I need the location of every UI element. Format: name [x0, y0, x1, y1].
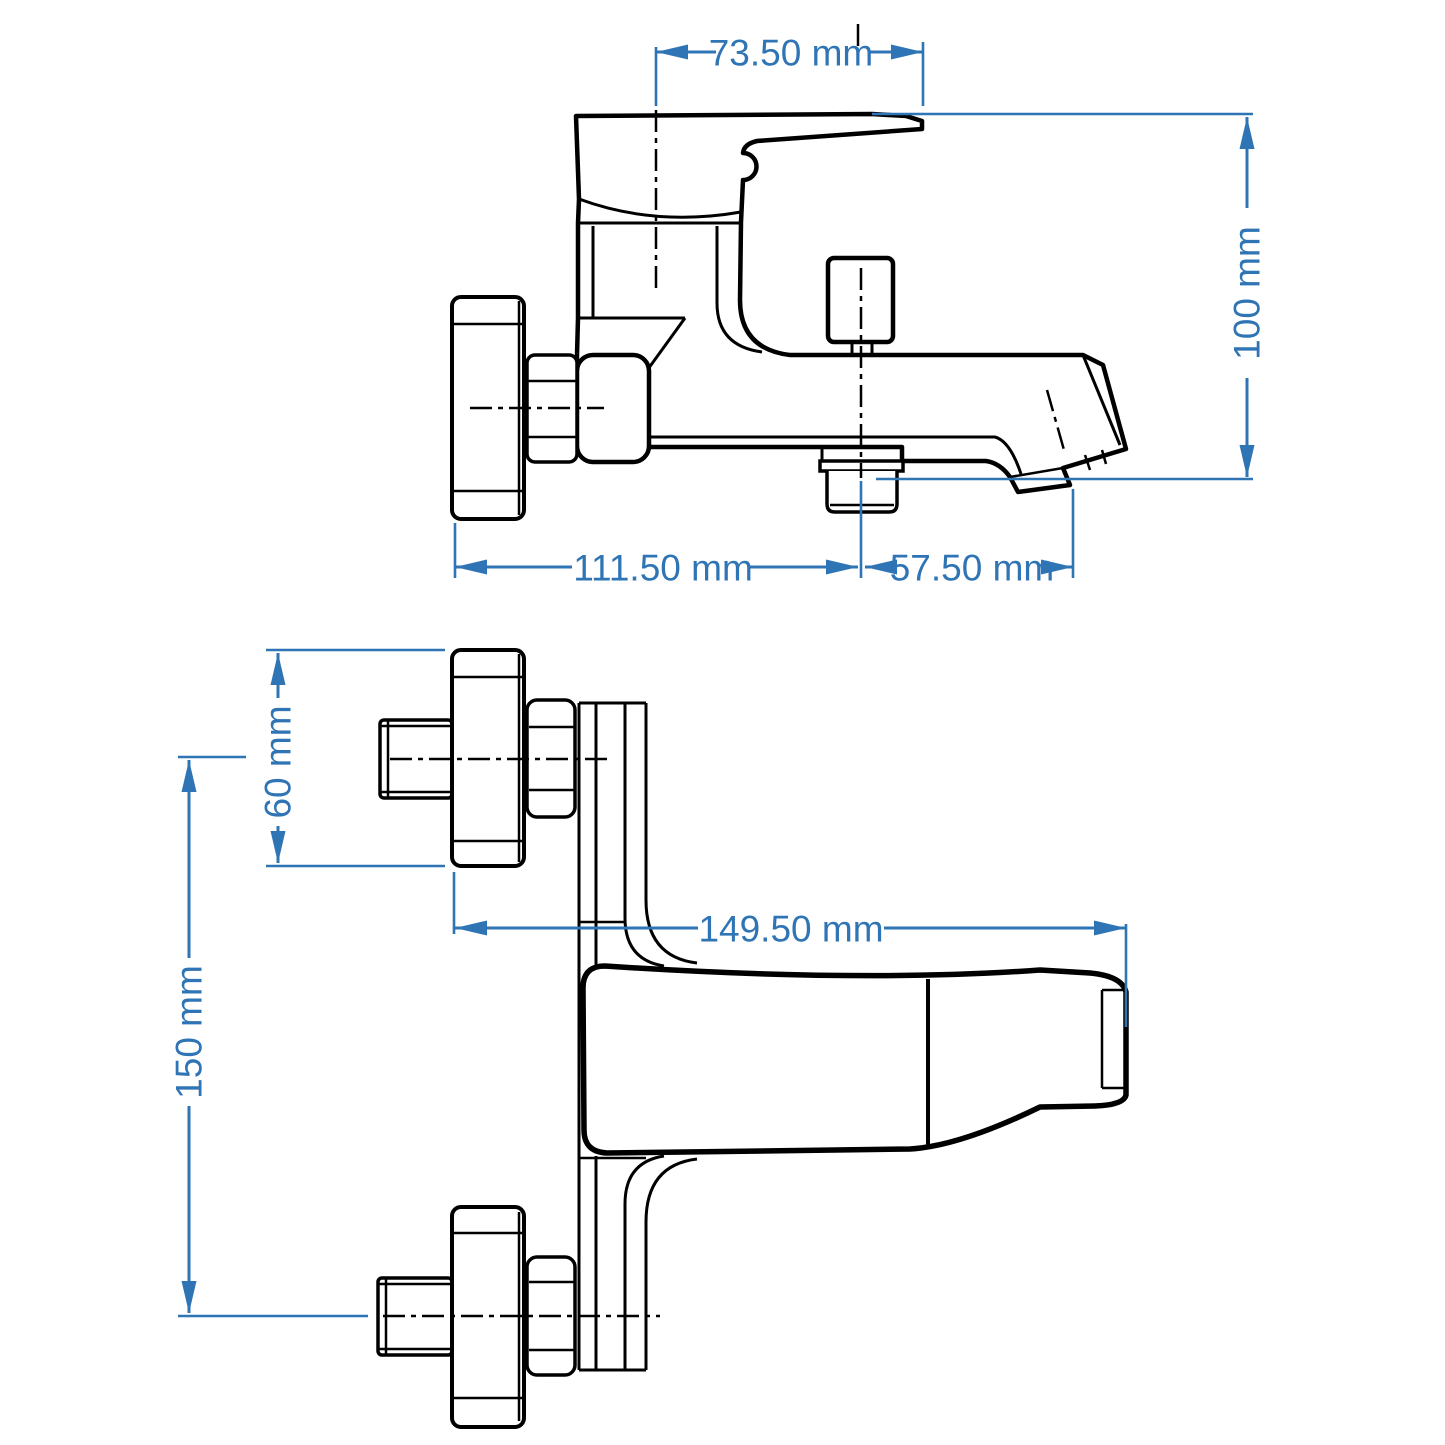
dimension-label: 150 mm [169, 965, 210, 1099]
aerator-ring-tick-2 [1100, 449, 1108, 465]
dimension-wall-to-outlet: 111.50 mm [453, 481, 863, 589]
extension-line [872, 112, 1253, 481]
fillet-bottom-inner [623, 1154, 665, 1205]
dimension-outlet-to-spout: 57.50 mm [865, 489, 1075, 589]
dimension-handle-reach: 73.50 mm [654, 33, 925, 106]
arrowhead-down [181, 1281, 197, 1313]
arrowhead-down [1239, 445, 1255, 477]
arrowhead-down [270, 831, 286, 863]
strip-body-fillets [623, 899, 698, 1223]
plan-body-internal [926, 979, 1126, 1148]
extension-line [452, 872, 1128, 1027]
arrowhead-up [181, 760, 197, 792]
arrowhead-right [826, 559, 858, 575]
wall-plate-strip [577, 701, 648, 1372]
tower-inner-right-edge [715, 226, 763, 354]
dimension-annotations: 73.50 mm 100 mm 111.50 mm 57.50 mm [169, 33, 1268, 1318]
extension-line [178, 755, 368, 1318]
handle-dome-base-curve [578, 197, 742, 219]
dimension-flange-height: 60 mm [258, 648, 445, 868]
extension-line [453, 481, 863, 578]
arrowhead-right [1094, 920, 1126, 936]
dimension-label: 60 mm [258, 705, 299, 818]
arrowhead-up [270, 653, 286, 685]
arrowhead-up [1239, 117, 1255, 149]
spout-tip-face-line [1009, 466, 1064, 479]
spout-edge-chamfer [1081, 354, 1122, 446]
dimension-label: 57.50 mm [890, 548, 1055, 589]
dimension-label: 149.50 mm [698, 909, 883, 950]
arrowhead-right [891, 44, 923, 60]
extension-line [266, 648, 445, 868]
side-view-center-lines [470, 24, 1066, 478]
arrowhead-left [656, 44, 688, 60]
arrowhead-left [455, 559, 487, 575]
arrowhead-right [1041, 559, 1073, 575]
dimension-label: 73.50 mm [709, 33, 874, 74]
spout-axis-center-line [1045, 389, 1066, 451]
fillet-top-inner [623, 917, 665, 968]
aerator-ring-tick-1 [1083, 454, 1092, 471]
body-internal-lines [578, 197, 1122, 479]
dimension-label: 100 mm [1227, 226, 1268, 360]
dimension-label: 111.50 mm [573, 548, 753, 589]
dimension-height: 100 mm [872, 112, 1268, 481]
faucet-body-outline [573, 111, 1129, 495]
plan-view-center-lines [383, 757, 660, 1318]
arrowhead-left [455, 920, 487, 936]
fillet-top-outer [644, 899, 698, 965]
dimension-inlet-centers: 150 mm [169, 755, 368, 1318]
dimension-overall-length: 149.50 mm [452, 872, 1128, 1027]
body-underside-line [578, 435, 1023, 475]
plan-body-handle-outline [580, 963, 1129, 1156]
side-view [450, 24, 1129, 521]
plan-view [376, 648, 1129, 1429]
arrowhead-left [865, 559, 897, 575]
fillet-bottom-outer [644, 1157, 698, 1223]
